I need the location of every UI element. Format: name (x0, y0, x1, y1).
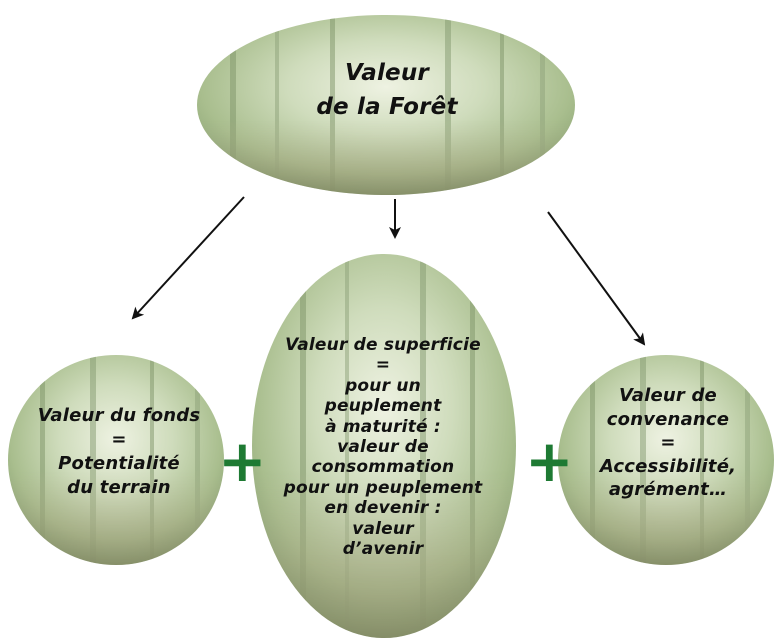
top-node-line: Valeur (345, 60, 429, 86)
center-node-line: d’avenir (342, 539, 424, 560)
left-node-line: du terrain (67, 477, 171, 498)
left-node-line: Potentialité (58, 453, 180, 474)
right-node-line: Accessibilité, (599, 455, 737, 477)
center-node-line: en devenir : (324, 498, 442, 519)
arrow-to-right-node (547, 211, 646, 346)
left-node-line: Valeur du fonds (37, 405, 201, 426)
right-node-label: Valeur de convenance = Accessibilité, ag… (563, 384, 773, 502)
center-node-line: pour un peuplement (283, 477, 483, 498)
right-node-line: Valeur de (619, 385, 717, 406)
left-node-line: = (111, 429, 127, 450)
top-node-label: Valeur de la Forêt (270, 56, 504, 124)
center-node-line: = (375, 355, 391, 376)
center-node-line: pour un (345, 375, 421, 396)
center-node-line: valeur de (337, 437, 429, 458)
center-node-label: Valeur de superficie = pour un peuplemen… (268, 335, 498, 559)
right-node-line: convenance (606, 408, 730, 430)
right-node-line: = (660, 432, 676, 453)
arrow-to-left-node (131, 196, 245, 320)
plus-operator-right: + (525, 427, 574, 495)
center-node-line: consommation (311, 457, 455, 478)
center-node-line: à maturité : (325, 416, 441, 437)
center-node-line: valeur (352, 518, 414, 539)
center-node-line: peuplement (324, 396, 442, 417)
left-node-label: Valeur du fonds = Potentialité du terrai… (14, 404, 224, 500)
plus-operator-left: + (218, 427, 267, 495)
top-node-line: de la Forêt (316, 94, 458, 120)
right-node-line: agrément… (608, 479, 728, 500)
center-node-line: Valeur de superficie (285, 335, 481, 355)
